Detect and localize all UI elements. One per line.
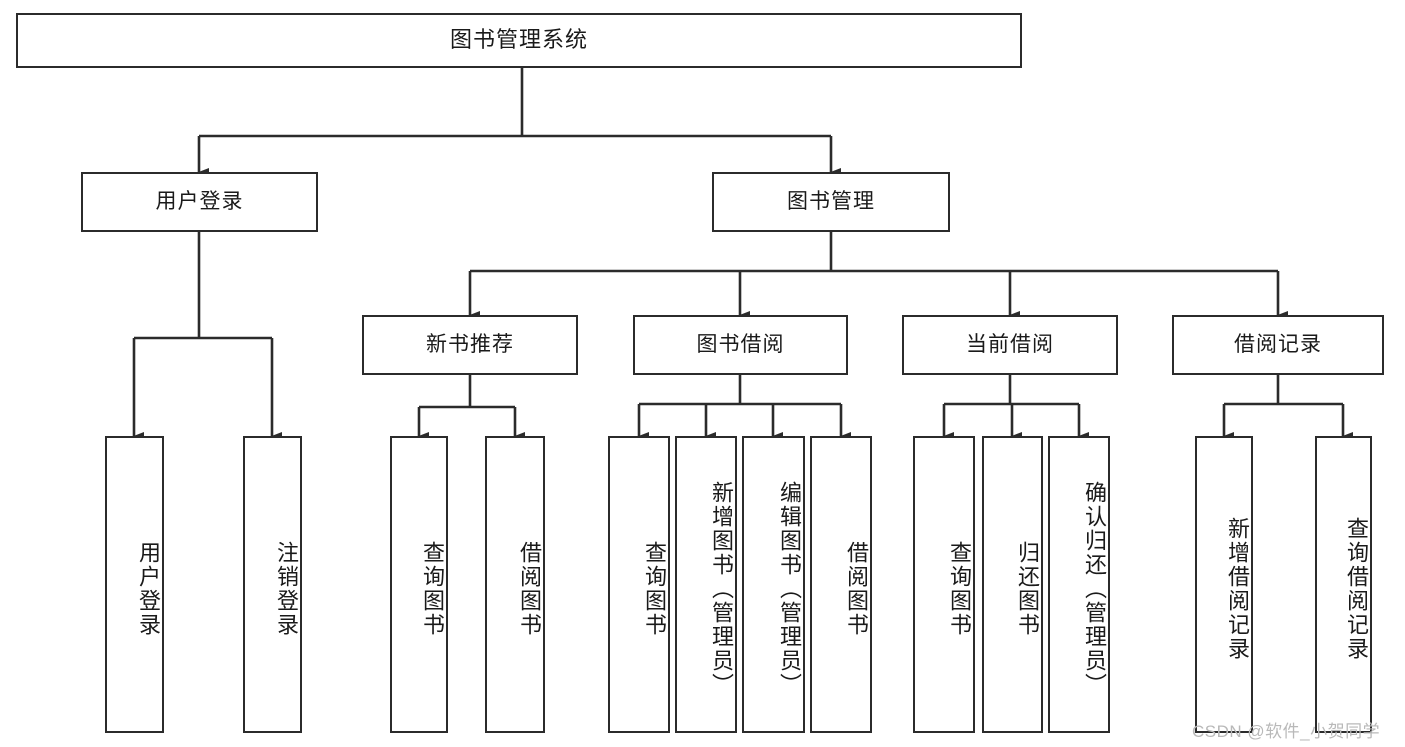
node-leaf-logout[interactable]: 注销登录 <box>243 436 302 733</box>
node-label: 用户登录 <box>136 540 161 637</box>
node-label: 用户登录 <box>155 190 244 214</box>
node-label: 新增借阅记录 <box>1225 516 1250 661</box>
node-leaf-query-book-1[interactable]: 查询图书 <box>390 436 448 733</box>
node-leaf-add-book[interactable]: 新增图书（管理员） <box>675 436 737 733</box>
node-leaf-return-book[interactable]: 归还图书 <box>982 436 1043 733</box>
node-borrow-record[interactable]: 借阅记录 <box>1172 315 1384 375</box>
node-label: 图书管理系统 <box>449 27 588 53</box>
node-leaf-query-book-3[interactable]: 查询图书 <box>913 436 975 733</box>
node-current-borrow[interactable]: 当前借阅 <box>902 315 1118 375</box>
node-label: 新增图书（管理员） <box>709 480 734 697</box>
node-label: 编辑图书（管理员） <box>777 480 802 697</box>
csdn-watermark: CSDN @软件_小贺同学 <box>1192 722 1381 741</box>
node-label: 借阅图书 <box>517 540 542 637</box>
node-leaf-query-book-2[interactable]: 查询图书 <box>608 436 670 733</box>
node-label: 图书借阅 <box>696 333 785 357</box>
node-leaf-borrow-book-1[interactable]: 借阅图书 <box>485 436 545 733</box>
node-new-book-rec[interactable]: 新书推荐 <box>362 315 578 375</box>
node-label: 注销登录 <box>274 540 299 637</box>
node-label: 查询图书 <box>420 540 445 637</box>
node-label: 借阅图书 <box>844 540 869 637</box>
node-leaf-user-login[interactable]: 用户登录 <box>105 436 164 733</box>
node-book-manage[interactable]: 图书管理 <box>712 172 950 232</box>
node-leaf-add-record[interactable]: 新增借阅记录 <box>1195 436 1253 733</box>
node-leaf-edit-book[interactable]: 编辑图书（管理员） <box>742 436 805 733</box>
node-label: 确认归还（管理员） <box>1082 480 1107 697</box>
node-book-borrow[interactable]: 图书借阅 <box>633 315 848 375</box>
node-leaf-query-record[interactable]: 查询借阅记录 <box>1315 436 1372 733</box>
node-label: 查询图书 <box>642 540 667 637</box>
node-user-login[interactable]: 用户登录 <box>81 172 318 232</box>
node-label: 新书推荐 <box>426 333 514 357</box>
node-label: 查询图书 <box>947 540 972 637</box>
node-label: 归还图书 <box>1015 540 1040 637</box>
node-root[interactable]: 图书管理系统 <box>16 13 1022 68</box>
node-label: 查询借阅记录 <box>1344 516 1369 661</box>
node-label: 图书管理 <box>787 190 875 214</box>
node-leaf-confirm-return[interactable]: 确认归还（管理员） <box>1048 436 1110 733</box>
node-label: 当前借阅 <box>966 333 1054 357</box>
node-leaf-borrow-book-2[interactable]: 借阅图书 <box>810 436 872 733</box>
node-label: 借阅记录 <box>1234 333 1322 357</box>
